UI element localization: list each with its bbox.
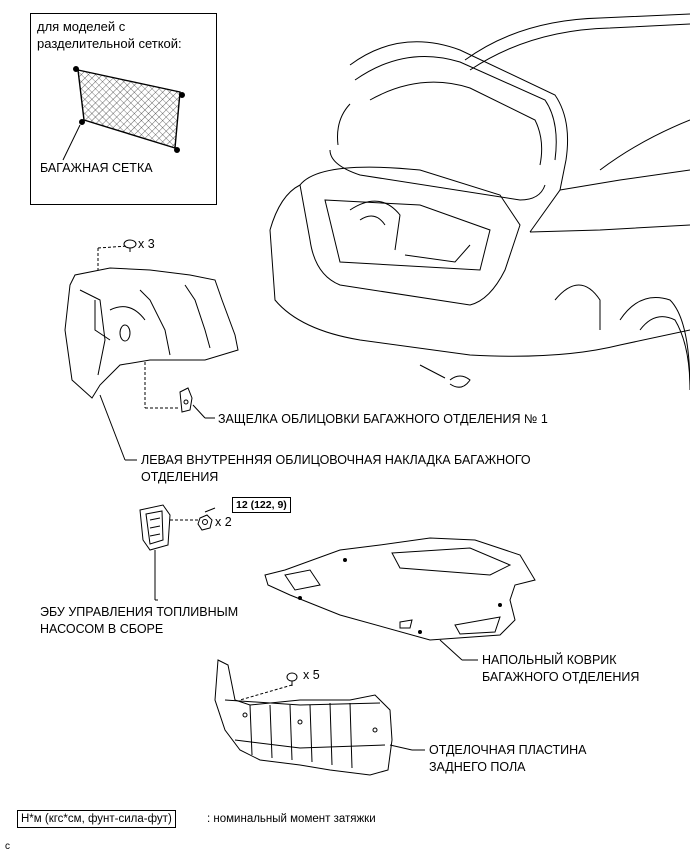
torque-unit-legend-box: Н*м (кгс*см, фунт-сила-фут) <box>17 810 176 828</box>
corner-code: c <box>5 841 10 852</box>
fuel-pump-ecu-illustration <box>139 504 198 601</box>
ecu-label-line1: ЭБУ УПРАВЛЕНИЯ ТОПЛИВНЫМ <box>40 605 239 619</box>
finish-plate-label-line1: ОТДЕЛОЧНАЯ ПЛАСТИНА <box>429 743 587 757</box>
nut-quantity: x 2 <box>215 515 232 529</box>
left-trim-label-line2: ОТДЕЛЕНИЯ <box>141 470 219 484</box>
latch-label: ЗАЩЕЛКА ОБЛИЦОВКИ БАГАЖНОГО ОТДЕЛЕНИЯ № … <box>218 412 548 426</box>
luggage-net-illustration <box>62 66 185 161</box>
floor-mat-label-line2: БАГАЖНОГО ОТДЕЛЕНИЯ <box>482 670 640 684</box>
inset-box <box>30 13 217 205</box>
inset-heading-line2: разделительной сеткой: <box>37 36 182 51</box>
nut-icon <box>197 507 216 531</box>
ecu-label-line2: НАСОСОМ В СБОРЕ <box>40 622 164 636</box>
trunk-floor-mat-illustration <box>264 537 536 661</box>
net-label: БАГАЖНАЯ СЕТКА <box>40 161 153 175</box>
floor-mat-label-line1: НАПОЛЬНЫЙ КОВРИК <box>482 653 617 667</box>
clip-icon-top <box>123 239 137 252</box>
torque-legend-description: : номинальный момент затяжки <box>207 813 376 825</box>
car-illustration <box>269 13 690 391</box>
torque-spec-box: 12 (122, 9) <box>232 497 291 513</box>
rear-floor-finish-plate-illustration <box>214 659 425 776</box>
clip-quantity-top: x 3 <box>138 237 155 251</box>
left-trim-label-line1: ЛЕВАЯ ВНУТРЕННЯЯ ОБЛИЦОВОЧНАЯ НАКЛАДКА Б… <box>141 453 531 467</box>
inset-heading-line1: для моделей с <box>37 19 126 34</box>
clip-quantity-bottom: x 5 <box>303 668 320 682</box>
latch-illustration <box>179 387 215 419</box>
left-trunk-trim-illustration <box>64 245 239 461</box>
clip-icon-bottom <box>239 672 298 701</box>
finish-plate-label-line2: ЗАДНЕГО ПОЛА <box>429 760 526 774</box>
